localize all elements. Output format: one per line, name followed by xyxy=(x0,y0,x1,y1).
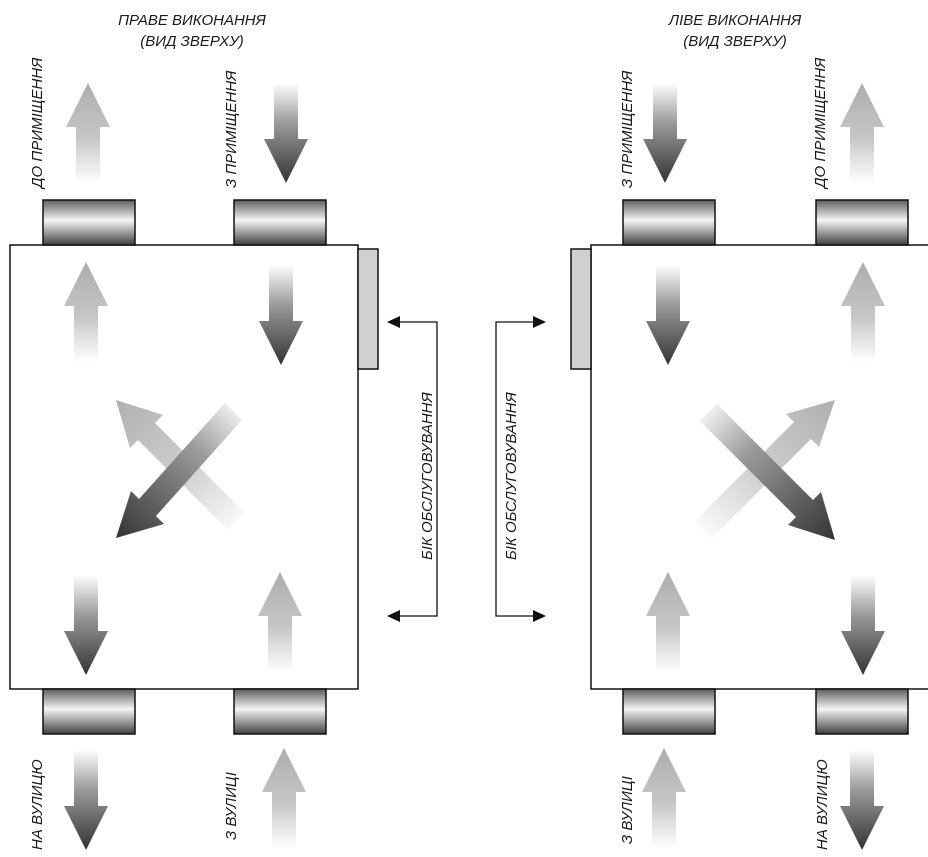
duct-bottom-right xyxy=(815,688,909,735)
left-top-right-label: ДО ПРИМІЩЕННЯ xyxy=(812,57,829,190)
left-top-left-label: З ПРИМІЩЕННЯ xyxy=(619,70,636,188)
left-bottom-right-label: НА ВУЛИЦЮ xyxy=(814,759,831,850)
supply-arrow-up-icon xyxy=(262,748,306,848)
exhaust-arrow-down-icon xyxy=(264,83,308,183)
right-bottom-left-label: НА ВУЛИЦЮ xyxy=(29,759,46,850)
exhaust-diagonal-arrow-icon xyxy=(700,404,835,540)
left-version-subtitle: (ВИД ЗВЕРХУ) xyxy=(683,33,787,50)
right-service-bracket xyxy=(395,321,438,617)
duct-bottom-right xyxy=(233,688,327,735)
supply-arrow-up-icon xyxy=(840,83,884,183)
exhaust-arrow-down-icon xyxy=(643,83,687,183)
exhaust-diagonal-arrow-icon xyxy=(116,403,242,538)
left-version-title: ЛІВЕ ВИКОНАННЯ xyxy=(668,12,802,29)
right-top-right-label: З ПРИМІЩЕННЯ xyxy=(223,70,240,188)
duct-bottom-left xyxy=(622,688,716,735)
right-version-diagram: ПРАВЕ ВИКОНАННЯ (ВИД ЗВЕРХУ) ДО ПРИМІЩЕН… xyxy=(9,12,438,850)
right-bottom-right-label: З ВУЛИЦІ xyxy=(223,772,240,840)
bracket-arrowhead-icon xyxy=(387,316,400,328)
duct-top-right xyxy=(815,199,909,246)
supply-arrow-up-icon xyxy=(66,83,110,183)
right-top-left-label: ДО ПРИМІЩЕННЯ xyxy=(29,57,46,190)
right-service-panel xyxy=(357,248,379,370)
duct-top-left xyxy=(622,199,716,246)
bracket-arrowhead-icon xyxy=(533,316,546,328)
left-service-bracket xyxy=(495,321,537,617)
left-version-diagram: ЛІВЕ ВИКОНАННЯ (ВИД ЗВЕРХУ) З ПРИМІЩЕННЯ… xyxy=(495,12,928,850)
bracket-arrowhead-icon xyxy=(533,610,546,622)
duct-bottom-left xyxy=(42,688,136,735)
supply-arrow-up-icon xyxy=(642,748,686,848)
duct-top-right xyxy=(233,199,327,246)
exhaust-arrow-down-icon xyxy=(840,750,884,850)
left-service-panel xyxy=(570,248,592,370)
right-service-side-label: БІК ОБСЛУГОВУВАННЯ xyxy=(419,392,436,561)
bracket-arrowhead-icon xyxy=(387,610,400,622)
right-version-subtitle: (ВИД ЗВЕРХУ) xyxy=(140,33,244,50)
duct-top-left xyxy=(42,199,136,246)
right-version-title: ПРАВЕ ВИКОНАННЯ xyxy=(118,12,266,29)
exhaust-arrow-down-icon xyxy=(64,750,108,850)
left-bottom-left-label: З ВУЛИЦІ xyxy=(619,776,636,844)
left-service-side-label: БІК ОБСЛУГОВУВАННЯ xyxy=(503,392,520,561)
